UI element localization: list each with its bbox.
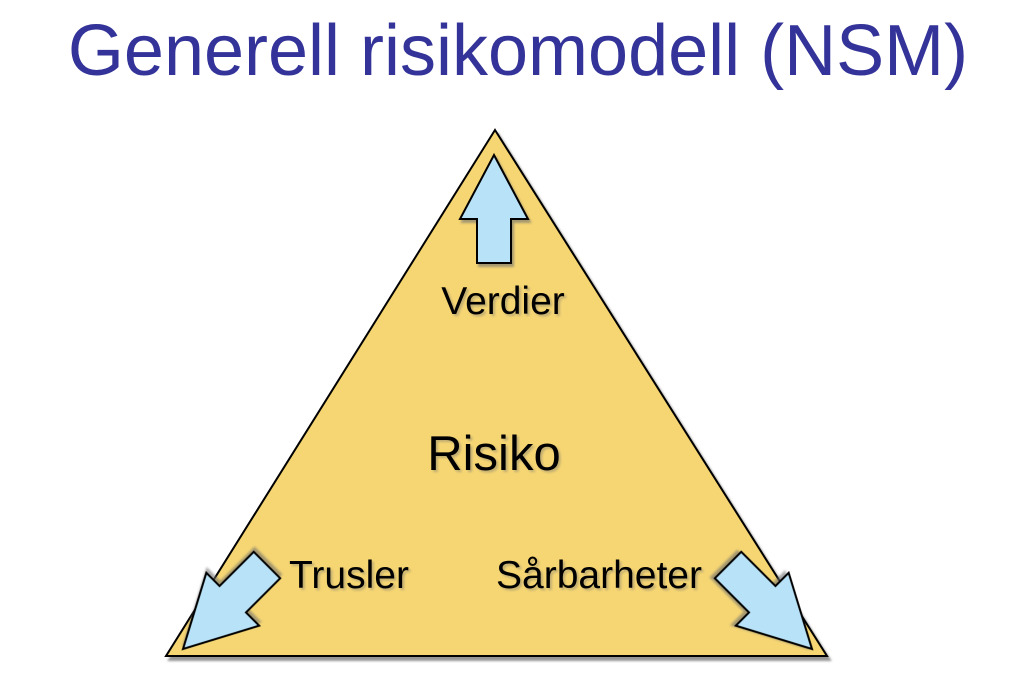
label-sarbarheter: Sårbarheter [496, 554, 702, 597]
up-arrow-icon [458, 152, 530, 264]
label-risiko: Risiko [427, 427, 560, 481]
page-title: Generell risikomodell (NSM) [67, 11, 969, 91]
down-left-arrow-icon [157, 539, 294, 676]
triangle-shape [164, 128, 829, 657]
label-verdier: Verdier [441, 280, 565, 323]
label-trusler: Trusler [289, 554, 409, 597]
down-right-arrow-icon [702, 539, 839, 676]
